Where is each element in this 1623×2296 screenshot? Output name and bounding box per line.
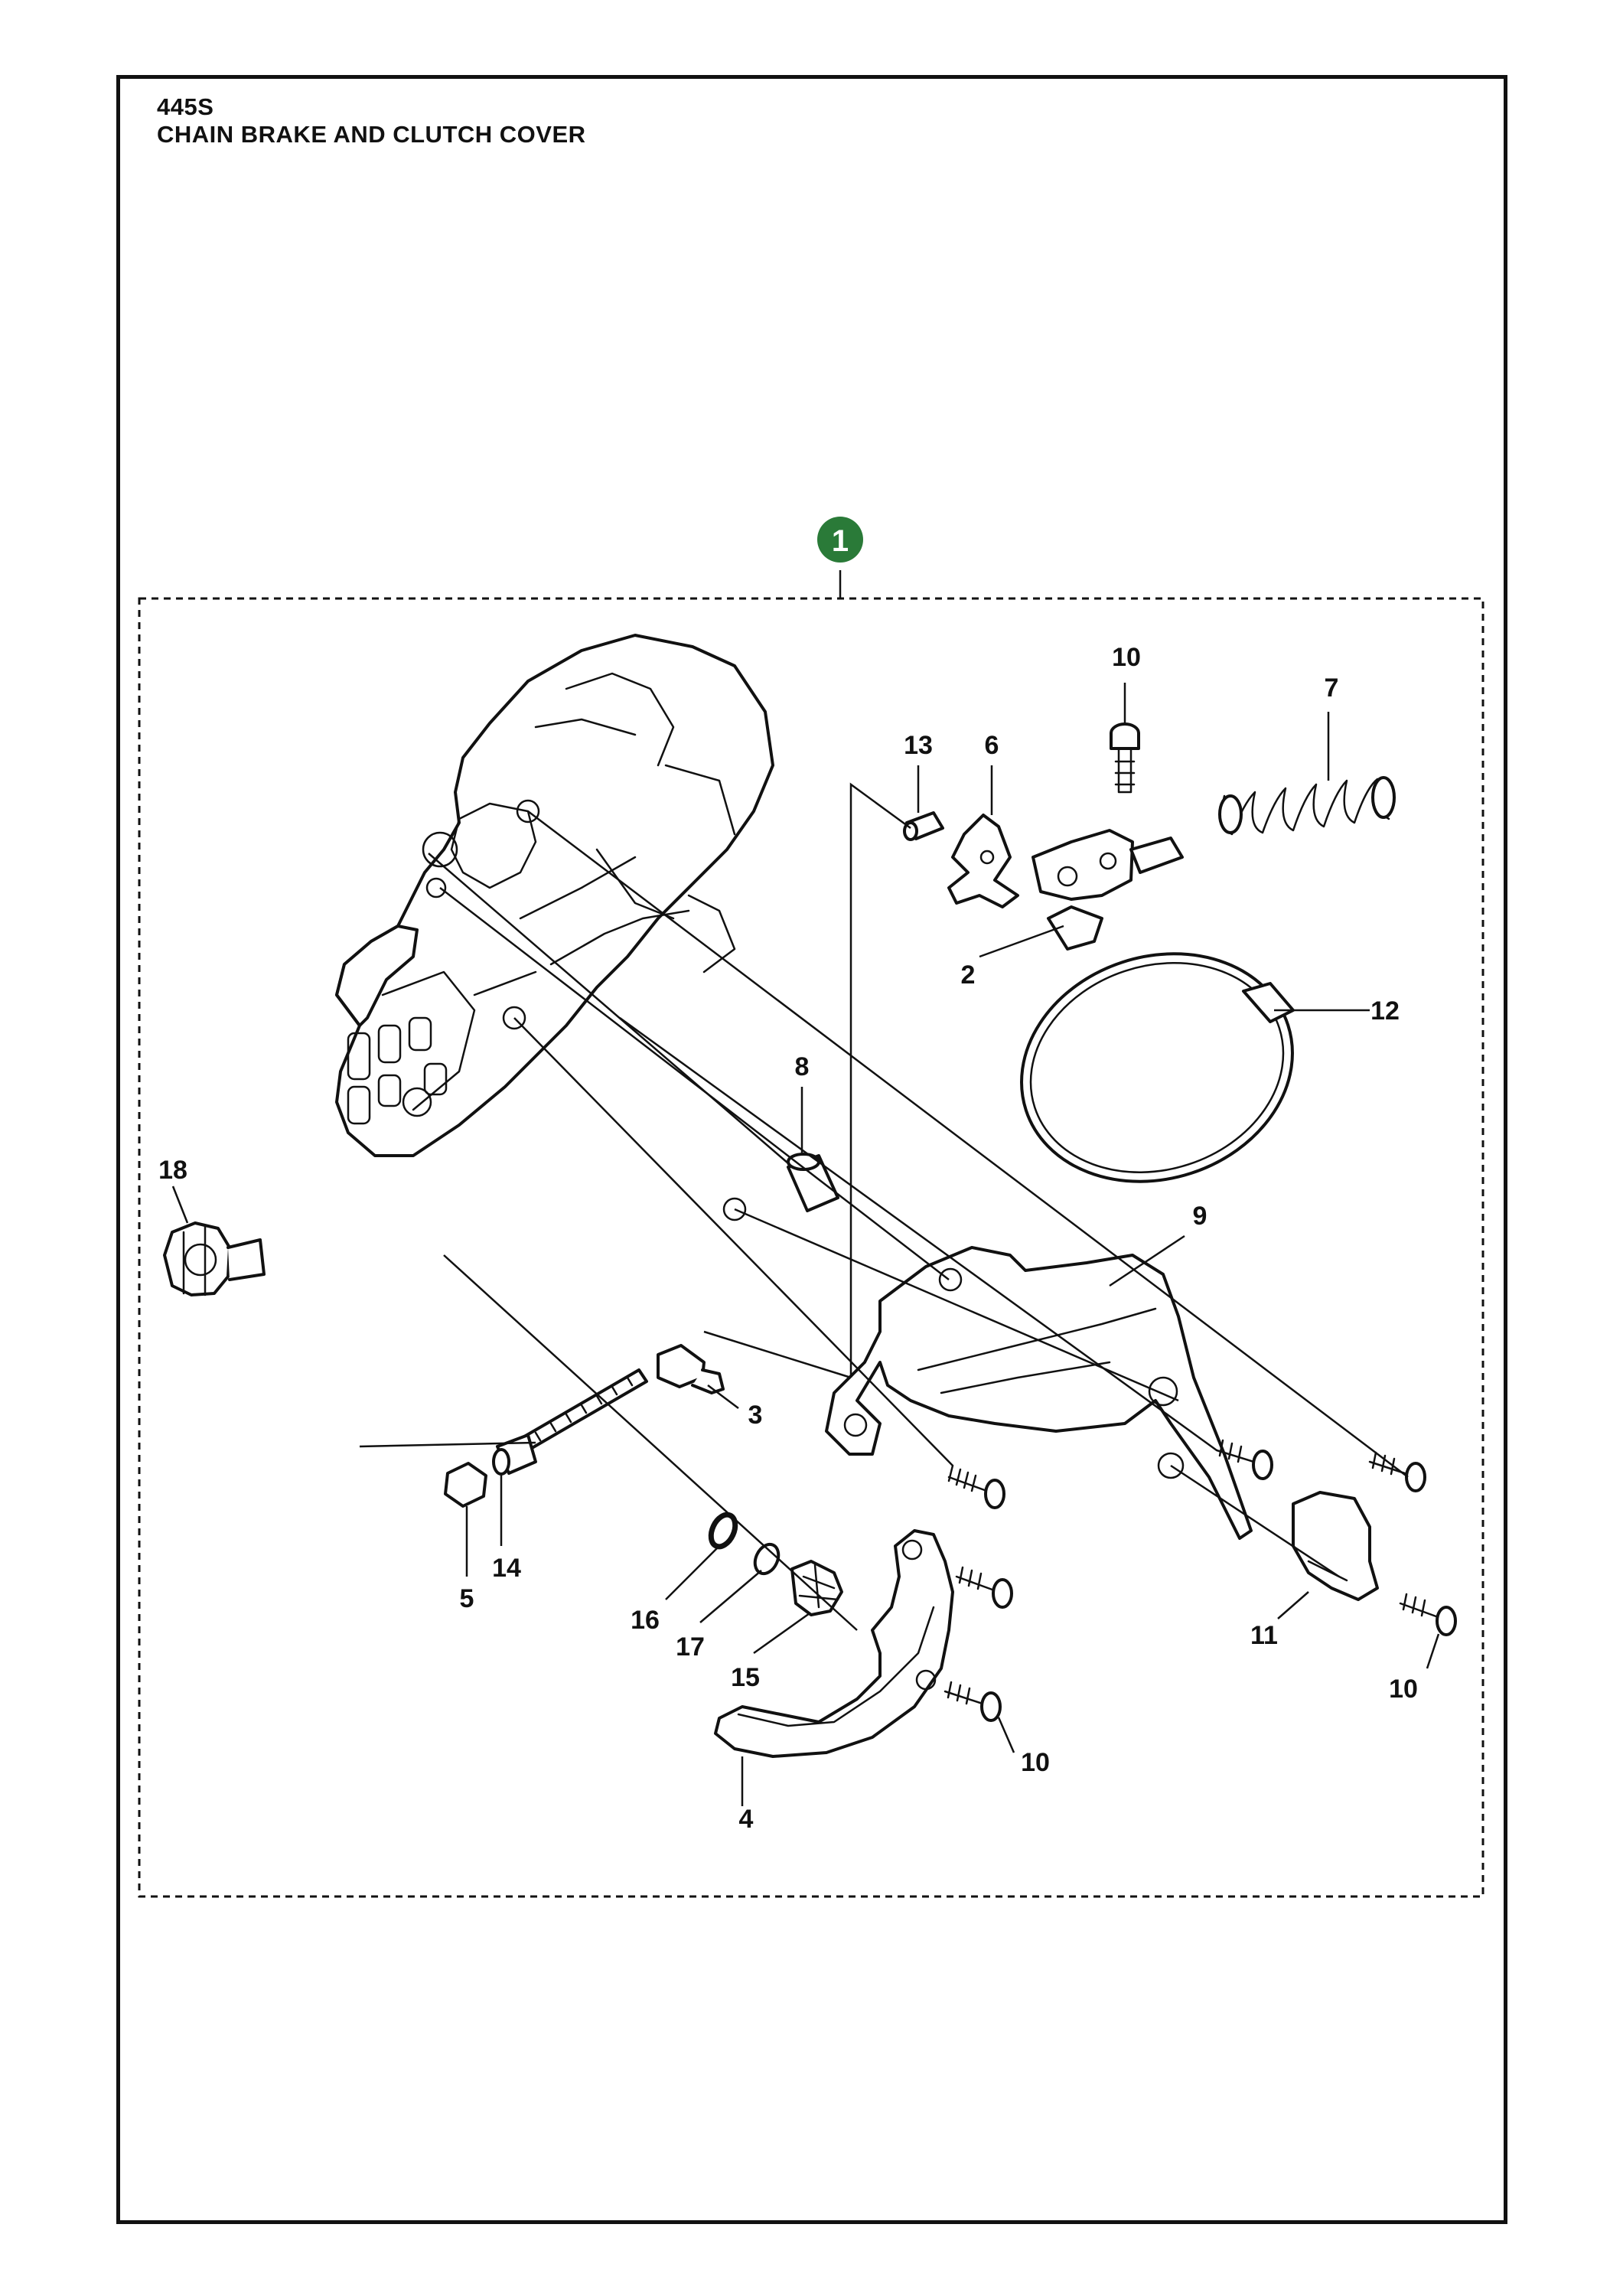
part-8-spacer-sleeve (787, 1153, 839, 1212)
assembly-badge-circle (817, 517, 863, 563)
callout-13: 13 (904, 731, 933, 760)
part-6-brake-lever (947, 814, 1019, 908)
assembly-lines (359, 782, 1409, 1631)
callout-15: 15 (731, 1663, 760, 1692)
part-16-o-ring (708, 1512, 738, 1550)
part-4-cover-plate (714, 1529, 954, 1758)
page-frame (116, 75, 1507, 2224)
part-7-spring (1218, 776, 1396, 836)
callout-3: 3 (748, 1401, 763, 1430)
section-title: CHAIN BRAKE AND CLUTCH COVER (157, 121, 586, 148)
part-10-screw-mid-b (1215, 1439, 1273, 1480)
assembly-group-box (138, 597, 1484, 1898)
part-3-tensioner-nut (657, 1344, 725, 1394)
part-10-screw-mid-c (1368, 1451, 1426, 1492)
callout-10-bottom: 10 (1021, 1748, 1050, 1777)
part-5-square-nut (444, 1462, 487, 1508)
callout-9: 9 (1193, 1202, 1207, 1231)
callout-8: 8 (795, 1052, 810, 1081)
title-block: 445S CHAIN BRAKE AND CLUTCH COVER (157, 93, 586, 148)
callout-12: 12 (1370, 996, 1400, 1026)
part-13-pin (903, 811, 944, 841)
clutch-cover-housing (335, 634, 774, 1221)
part-10-screw-top (1110, 722, 1140, 794)
assembly-number: 1 (832, 524, 849, 558)
part-14-tensioner-screw (492, 1368, 648, 1476)
callout-11: 11 (1250, 1621, 1278, 1650)
part-12-brake-band (1020, 905, 1295, 1183)
callout-5: 5 (460, 1584, 474, 1613)
callout-2: 2 (961, 960, 976, 990)
part-17-washer (753, 1542, 781, 1576)
callout-10-right: 10 (1389, 1675, 1418, 1704)
callout-4: 4 (739, 1805, 754, 1834)
callout-leaders (171, 683, 1440, 1806)
callout-14: 14 (492, 1554, 521, 1583)
callout-17: 17 (676, 1632, 705, 1662)
callout-10-top: 10 (1112, 643, 1141, 672)
assembly-badge: 1 (817, 517, 863, 563)
part-9-brake-handle (825, 1246, 1253, 1540)
part-10-screw-mid-a (947, 1464, 1005, 1509)
part-10-screw-cover-a (955, 1566, 1013, 1609)
callout-6: 6 (985, 731, 999, 760)
callout-16: 16 (631, 1606, 660, 1635)
part-10-screw-cover-b (943, 1681, 1002, 1722)
part-18-bar-knob (163, 1221, 266, 1296)
part-11-chain-catcher (1292, 1491, 1379, 1601)
callout-18: 18 (158, 1156, 187, 1185)
brake-linkage (1031, 829, 1184, 901)
model-number: 445S (157, 93, 214, 120)
part-10-screw-right (1399, 1593, 1457, 1636)
callout-7: 7 (1325, 673, 1339, 703)
part-15-adjuster-gear (790, 1560, 843, 1616)
